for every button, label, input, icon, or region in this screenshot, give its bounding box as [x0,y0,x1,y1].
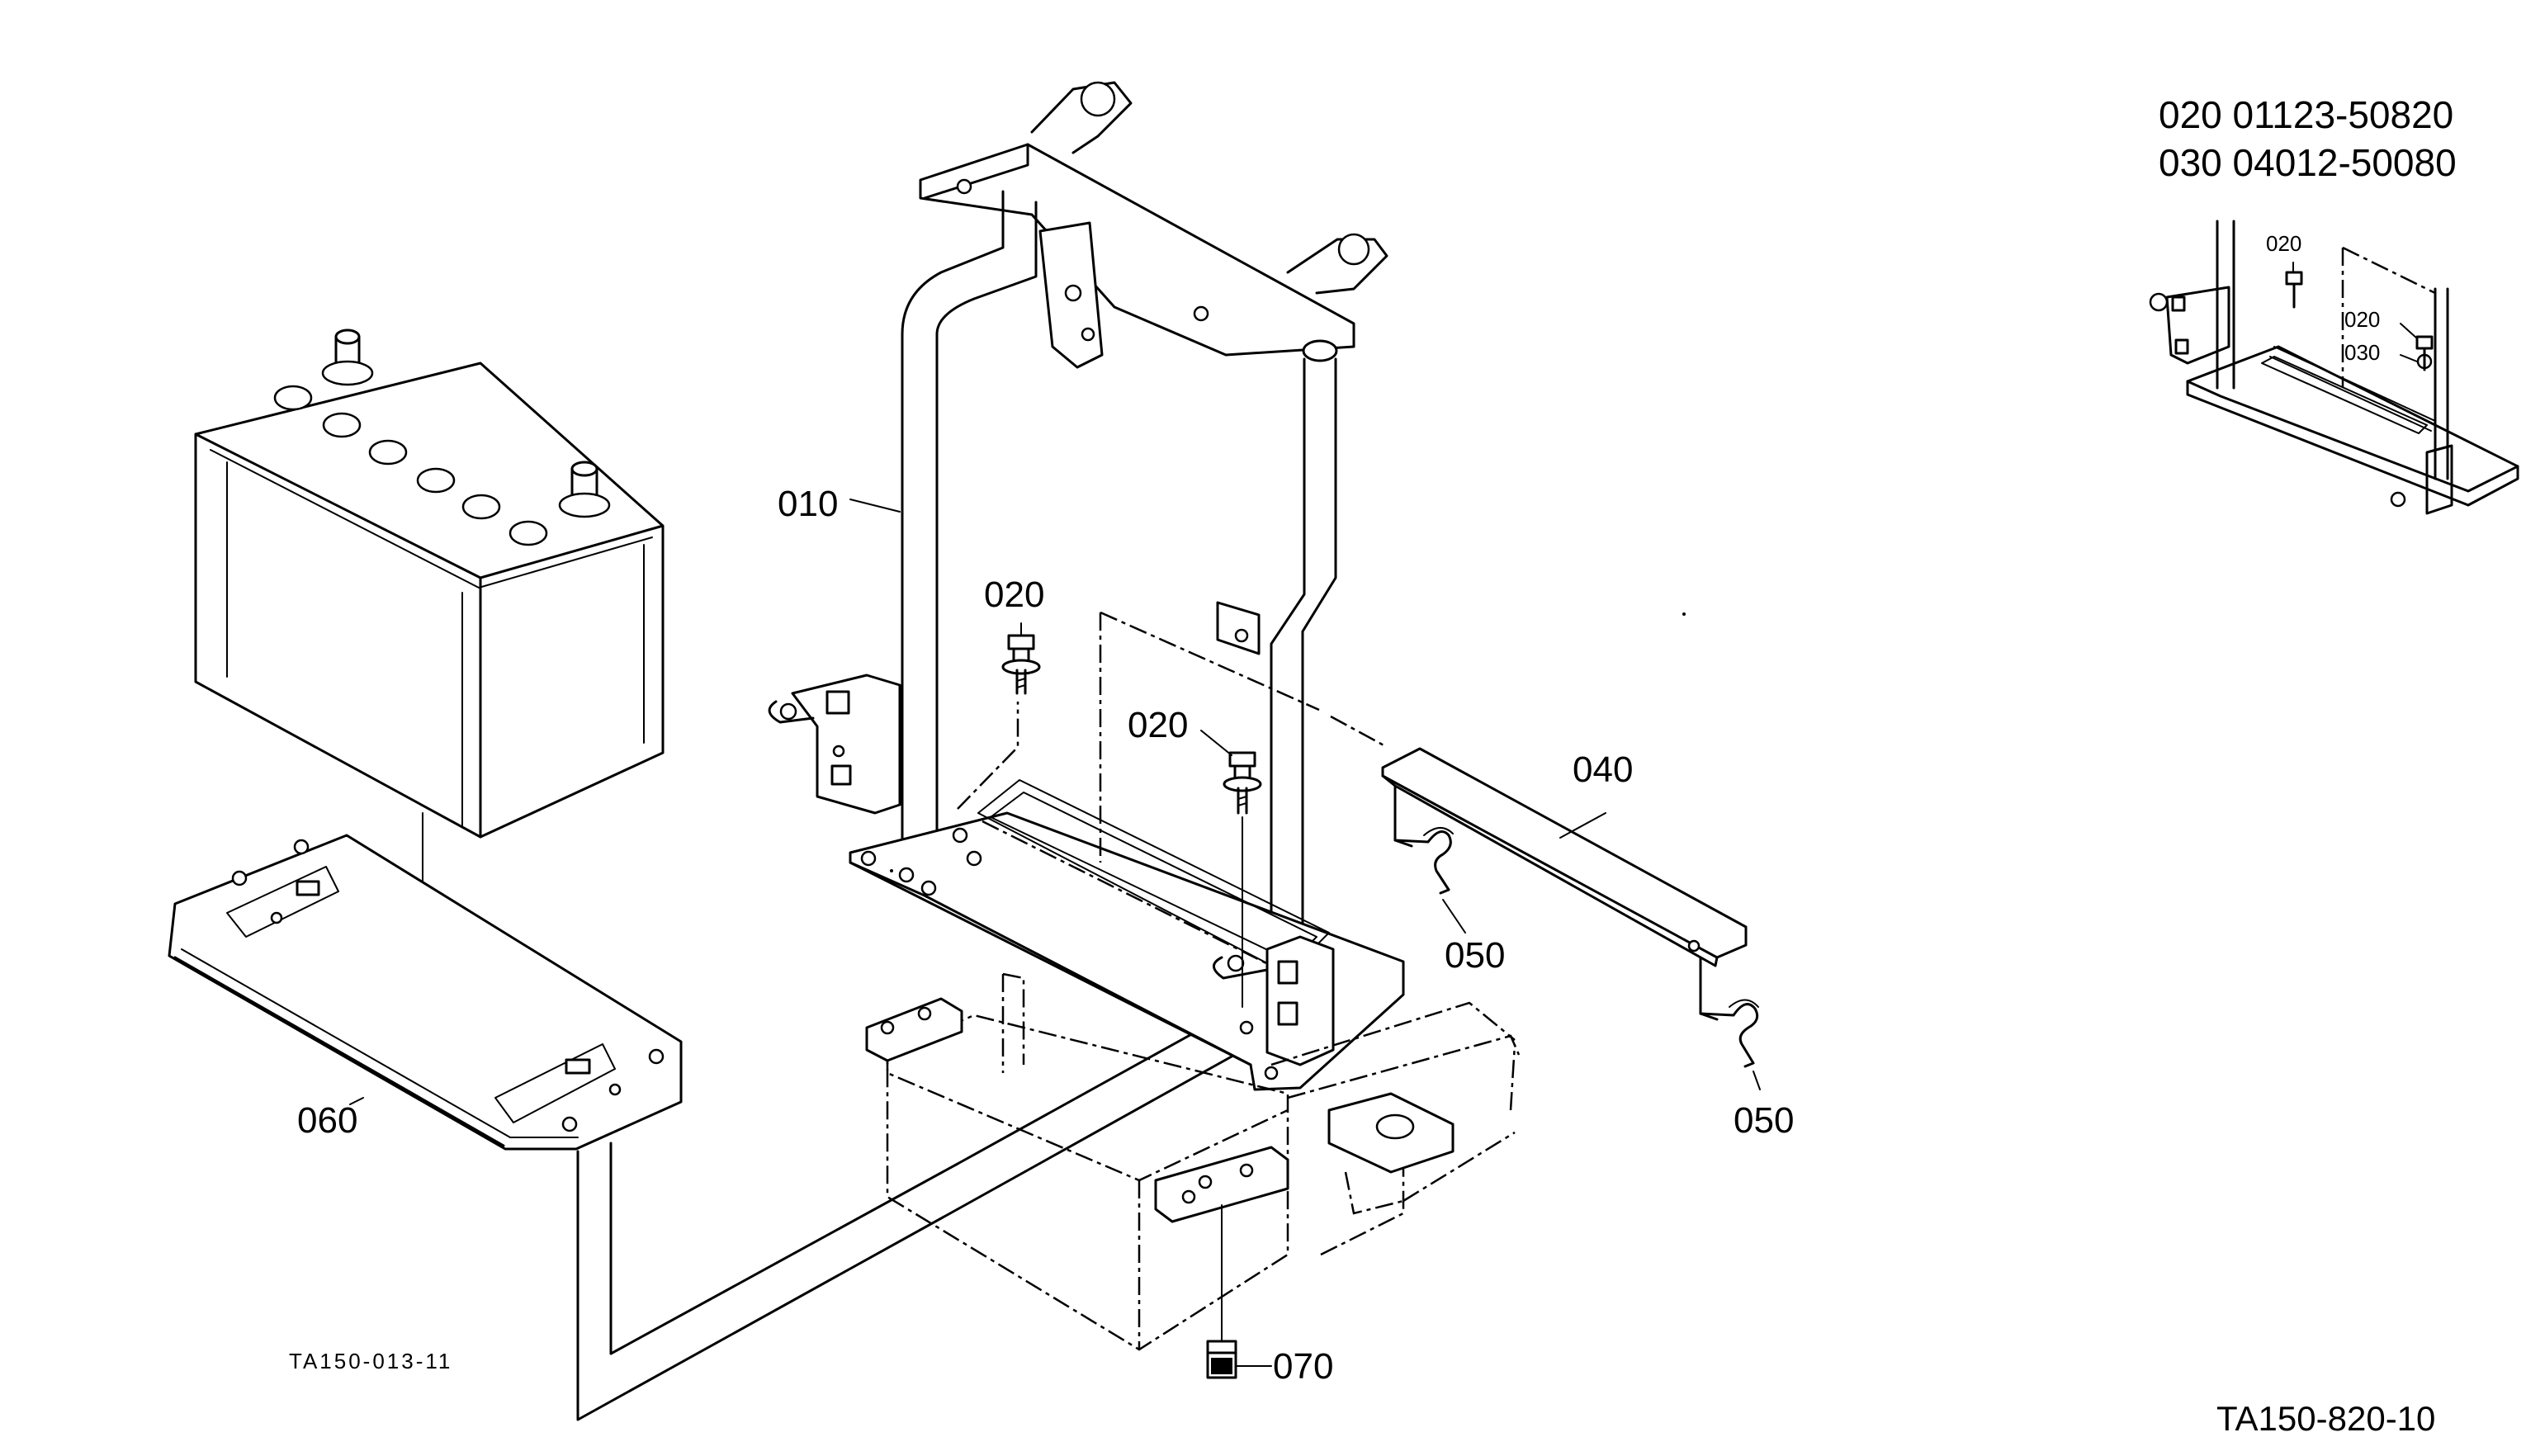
callout-050-left: 050 [1445,935,1505,976]
battery-tray-060 [168,834,683,1151]
inset-callout-020-top: 020 [2266,231,2301,256]
callout-070: 070 [1273,1346,1333,1387]
callout-020-left: 020 [984,574,1044,615]
callout-020-right: 020 [1128,705,1188,745]
battery-frame-010 [768,81,1405,1091]
battery-support-box [865,972,1289,1351]
spring-pin-050-left [1393,827,1466,934]
leader-060 [349,1097,364,1105]
drawing-ref-small: TA150-013-11 [289,1349,452,1373]
bolt-020-right [1200,730,1262,815]
callout-010: 010 [778,484,838,524]
inset-callout-020-middle: 020 [2344,307,2380,332]
part-number-line-020: 020 01123-50820 [2159,93,2453,136]
inset-callout-030: 030 [2344,340,2380,365]
battery [194,329,665,839]
spring-pin-050-right [1699,999,1761,1090]
callout-040: 040 [1573,749,1633,790]
machine-frame-hidden [1270,1001,1521,1256]
leader-010 [849,499,901,513]
callout-050-right: 050 [1734,1100,1794,1141]
hold-rod-outline [576,1150,959,1421]
bolt-020-left [1001,622,1041,695]
hold-plate-040 [1381,747,1748,1021]
nut-070 [1206,1204,1272,1379]
callout-060: 060 [297,1100,357,1141]
part-number-line-030: 030 04012-50080 [2159,141,2457,184]
inset-detail-view [2149,220,2519,515]
drawing-ref-main: TA150-820-10 [2216,1399,2435,1438]
